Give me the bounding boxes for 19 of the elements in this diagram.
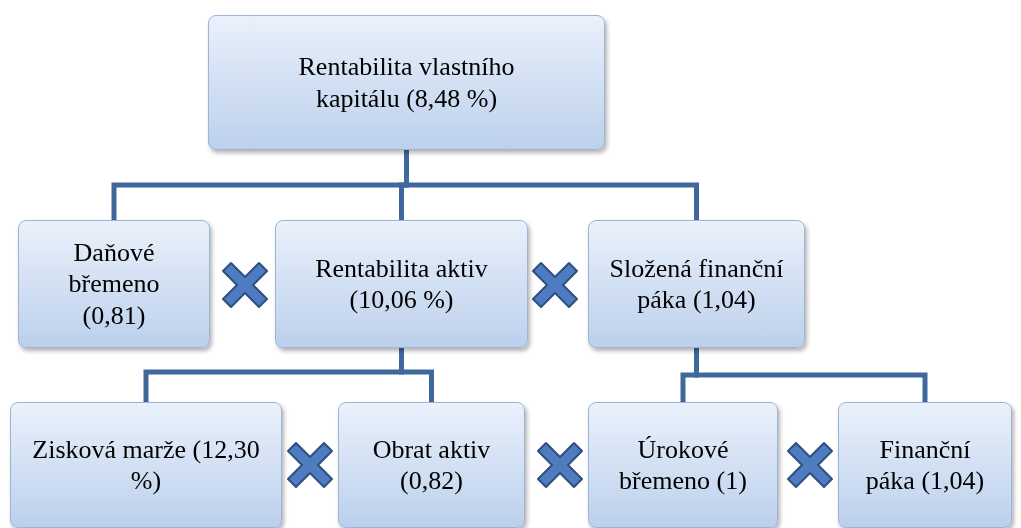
- connector-line: [404, 150, 699, 220]
- box-label: Obrat aktiv (0,82): [371, 433, 492, 497]
- process-box: [208, 15, 605, 150]
- process-box: [275, 220, 528, 348]
- process-box: [338, 402, 525, 528]
- connector-line: [694, 348, 928, 402]
- process-box: [838, 402, 1012, 528]
- box-label: Rentabilita aktiv (10,06 %): [314, 252, 489, 316]
- box-label: Zisková marže (12,30 %): [31, 433, 261, 497]
- box-label: Rentabilita vlastního kapitálu (8,48 %): [297, 51, 516, 114]
- box-label: Složená finanční páka (1,04): [608, 252, 785, 316]
- process-box: [588, 402, 778, 528]
- process-box: [18, 220, 210, 348]
- box-label: Daňové břemeno (0,81): [67, 237, 161, 331]
- connector-line: [399, 348, 434, 402]
- box-label: Úrokové břemeno (1): [618, 433, 748, 497]
- process-box: [10, 402, 282, 528]
- process-box: [588, 220, 805, 348]
- box-label: Finanční páka (1,04): [864, 433, 986, 497]
